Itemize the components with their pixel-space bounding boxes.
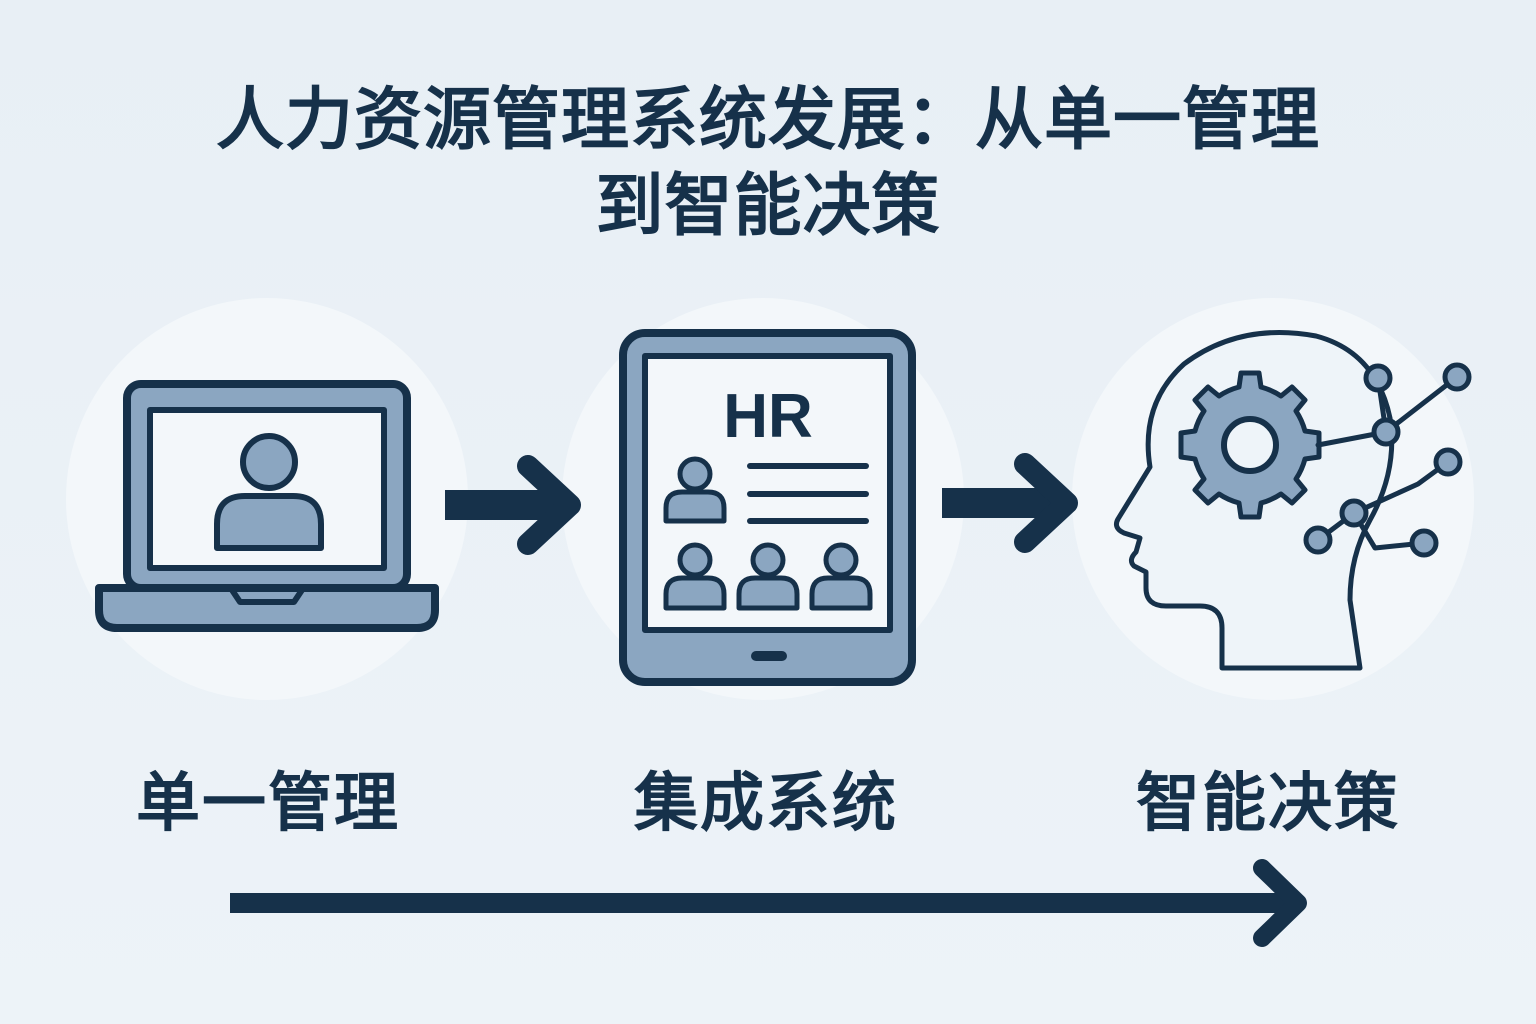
network-icon xyxy=(1303,362,1472,558)
page-title: 人力资源管理系统发展：从单一管理 到智能决策 xyxy=(0,78,1536,250)
person-icon xyxy=(663,456,727,524)
stage-label-integrated: 集成系统 xyxy=(634,767,898,841)
tablet-hr-icon: HR xyxy=(619,329,916,686)
hr-screen-text: HR xyxy=(723,382,813,451)
text-lines-icon xyxy=(747,463,869,524)
stage-label-intelligent: 智能决策 xyxy=(1136,767,1400,841)
team-icon xyxy=(663,542,873,611)
gear-icon xyxy=(1178,370,1322,520)
arrow-right-icon xyxy=(445,455,581,555)
stage-label-single: 单一管理 xyxy=(136,767,400,841)
laptop-user-icon xyxy=(95,380,439,632)
title-line-2: 到智能决策 xyxy=(595,167,941,246)
ai-head-gear-icon xyxy=(1114,330,1472,671)
title-line-1: 人力资源管理系统发展：从单一管理 xyxy=(215,81,1320,160)
progress-arrow-icon xyxy=(230,859,1307,947)
arrow-right-icon xyxy=(942,453,1078,553)
